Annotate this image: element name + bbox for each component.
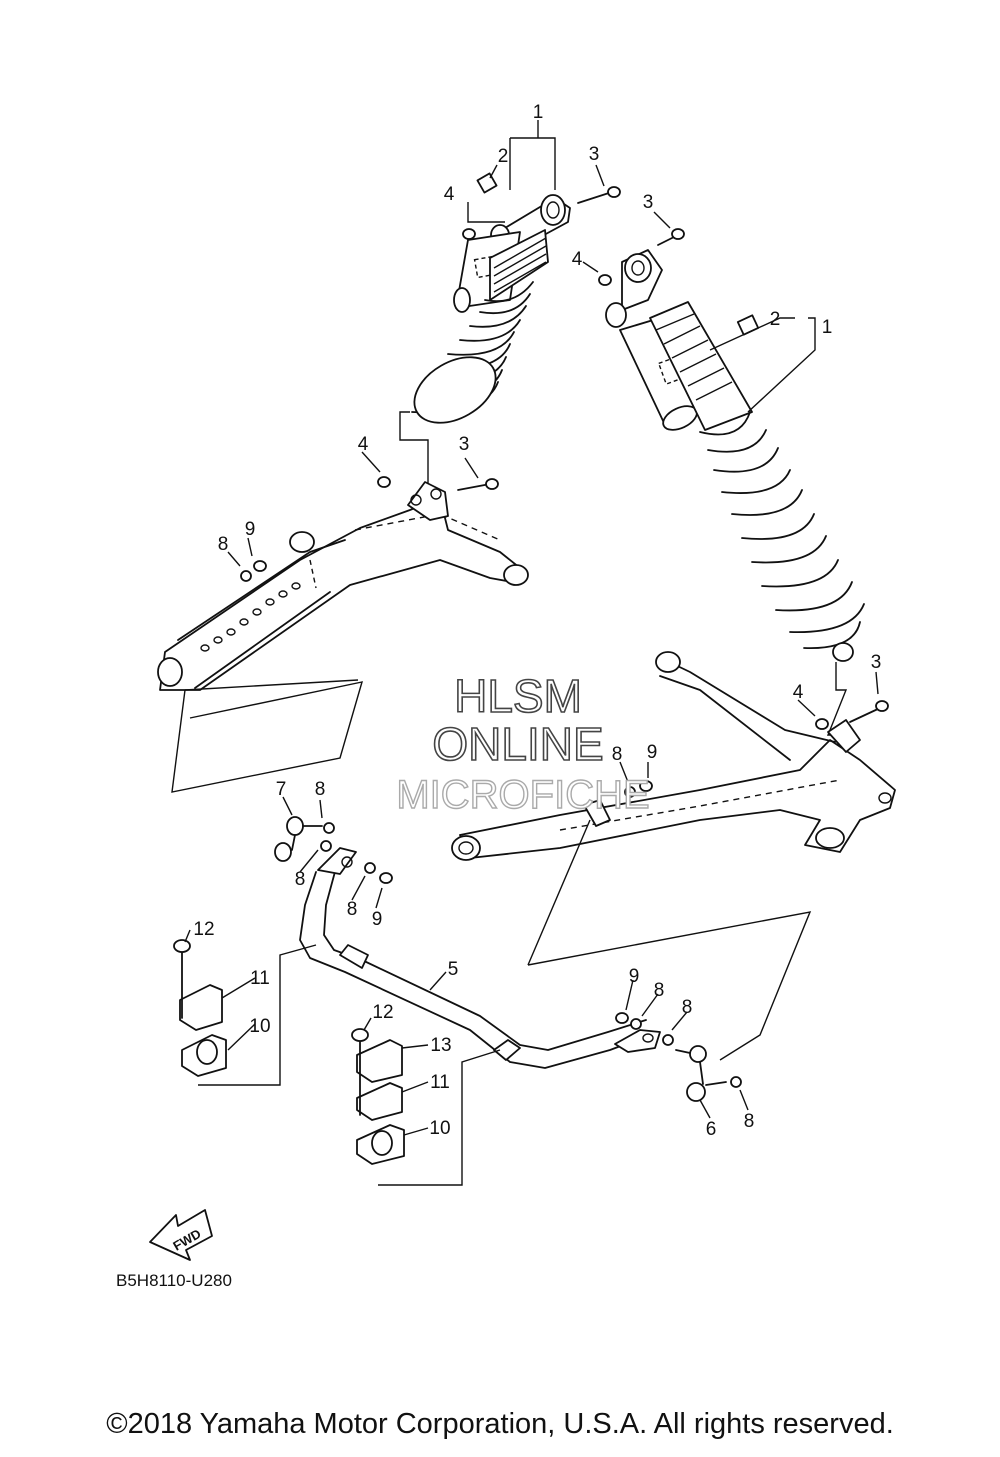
- callout-11: 11: [250, 968, 270, 989]
- callout-9: 9: [629, 966, 640, 987]
- right-swing-arm: [451, 651, 896, 861]
- small-parts: [173, 172, 889, 1165]
- callout-10: 10: [429, 1118, 450, 1139]
- callout-10: 10: [249, 1016, 270, 1037]
- callout-4: 4: [358, 434, 369, 455]
- callout-7: 7: [276, 779, 287, 800]
- left-swing-arm: [157, 481, 529, 691]
- callout-3: 3: [459, 434, 470, 455]
- callout-8: 8: [347, 899, 358, 920]
- callout-3: 3: [643, 192, 654, 213]
- callout-8: 8: [682, 997, 693, 1018]
- callout-9: 9: [647, 742, 658, 763]
- leader-lines: [171, 120, 879, 1186]
- stabilizer-bar: [299, 847, 661, 1069]
- fwd-arrow-icon: FWD: [149, 1209, 213, 1261]
- callout-12: 12: [193, 919, 214, 940]
- callout-4: 4: [444, 184, 455, 205]
- watermark-line-1: HLSM: [454, 670, 582, 722]
- callout-8: 8: [218, 534, 229, 555]
- callout-11: 11: [430, 1072, 450, 1093]
- callout-1: 1: [822, 317, 833, 338]
- watermark: HLSM ONLINE MICROFICHE: [396, 669, 651, 818]
- callout-8: 8: [612, 744, 623, 765]
- watermark-line-2: ONLINE: [432, 718, 603, 770]
- callout-9: 9: [372, 909, 383, 930]
- drawing-code: B5H8110-U280: [116, 1271, 232, 1290]
- callout-4: 4: [793, 682, 804, 703]
- callout-2: 2: [498, 146, 509, 167]
- right-shock-absorber: [605, 249, 865, 760]
- callout-8: 8: [654, 980, 665, 1001]
- callout-6: 6: [706, 1119, 717, 1140]
- callout-3: 3: [589, 144, 600, 165]
- callout-13: 13: [430, 1035, 451, 1056]
- callout-labels: 1 2 3 4 3 4 2 1 4 3 9 8 3 4 8 9 7 8 8 8 …: [193, 102, 881, 1140]
- watermark-line-3: MICROFICHE: [396, 773, 649, 817]
- callout-4: 4: [572, 249, 583, 270]
- copyright-notice: ©2018 Yamaha Motor Corporation, U.S.A. A…: [106, 1408, 894, 1440]
- callout-8: 8: [315, 779, 326, 800]
- callout-1: 1: [533, 102, 544, 123]
- callout-8: 8: [295, 869, 306, 890]
- left-shock-absorber: [399, 194, 571, 500]
- callout-8: 8: [744, 1111, 755, 1132]
- callout-3: 3: [871, 652, 882, 673]
- callout-12: 12: [372, 1002, 393, 1023]
- callout-5: 5: [448, 959, 459, 980]
- callout-9: 9: [245, 519, 256, 540]
- callout-2: 2: [770, 309, 781, 330]
